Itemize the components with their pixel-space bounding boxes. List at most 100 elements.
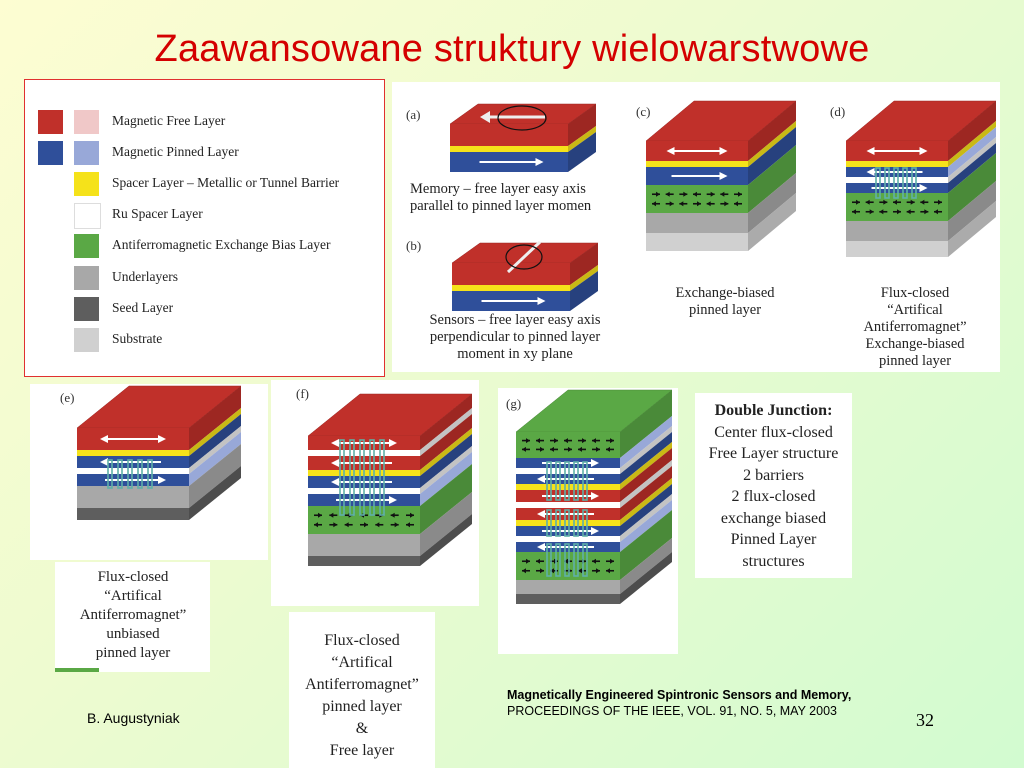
arrowhead: [666, 147, 675, 155]
flux-closure-loop: [564, 509, 570, 537]
caption-d: Flux-closed “Artifical Antiferromagnet” …: [830, 285, 1000, 370]
afm-arrowhead: [554, 438, 558, 444]
afm-arrowhead: [564, 438, 568, 444]
layer-front-ru: [846, 177, 948, 183]
afm-arrowhead: [606, 446, 610, 452]
afm-arrowhead: [883, 199, 888, 205]
layer-side-ru: [620, 426, 672, 474]
flux-closure-loop: [884, 167, 890, 199]
afm-arrowhead: [536, 438, 540, 444]
layer-side-spacer: [189, 408, 241, 456]
arrowhead: [158, 435, 166, 443]
layer-side-spacer: [570, 265, 598, 291]
caption-f: Flux-closed “Artifical Antiferromagnet” …: [289, 630, 435, 762]
afm-arrowhead: [652, 201, 656, 207]
flux-closure-loop: [582, 543, 588, 577]
afm-arrowhead: [610, 438, 614, 444]
afm-arrowhead: [924, 209, 929, 215]
caption-c: Exchange-biased pinned layer: [640, 285, 810, 319]
afm-arrowhead: [610, 558, 614, 564]
layer-front-under: [516, 580, 620, 594]
caption-b: Sensors – free layer easy axis perpendic…: [404, 312, 626, 363]
panel-label-g: (g): [506, 396, 522, 411]
layer-front-afm: [646, 185, 748, 213]
flux-closure-loop: [546, 543, 552, 577]
caption-f-line: Free layer: [329, 742, 395, 759]
layer-front-spacer: [516, 484, 620, 490]
layer-side-afm: [948, 153, 996, 221]
flux-closure-loop: [127, 459, 133, 489]
afm-arrowhead: [893, 199, 897, 205]
layer-front-afm: [846, 193, 948, 221]
layer-side-seed: [189, 466, 241, 520]
flux-closure-loop: [546, 461, 552, 501]
arrowhead: [537, 475, 545, 483]
layer-side-free: [568, 104, 596, 146]
panel-label-d: (d): [830, 104, 846, 119]
legend-swatch: [74, 110, 99, 134]
layer-front-afm: [516, 432, 620, 458]
afm-arrowhead: [344, 522, 349, 528]
layer-side-pinned: [189, 414, 241, 468]
caption-e: Flux-closed “Artifical Antiferromagnet” …: [58, 568, 208, 663]
afm-arrowhead: [906, 209, 911, 215]
afm-arrowhead: [697, 201, 701, 207]
legend-label: Seed Layer: [112, 300, 174, 315]
layer-side-afm: [420, 464, 472, 534]
afm-arrowhead: [578, 446, 582, 452]
flux-closure-loop: [555, 509, 561, 537]
legend-label: Antiferromagnetic Exchange Bias Layer: [112, 237, 331, 252]
afm-arrowhead: [522, 568, 526, 574]
flux-closure-loop: [582, 461, 588, 501]
legend-swatch: [74, 328, 99, 352]
arrowhead: [719, 147, 728, 155]
afm-arrowhead: [568, 446, 572, 452]
afm-arrowhead: [329, 512, 334, 518]
afm-arrowhead: [522, 446, 526, 452]
double-junction-line: exchange biased: [720, 509, 827, 527]
afm-arrowhead: [665, 191, 670, 197]
legend-swatch: [38, 110, 63, 134]
afm-arrowhead: [582, 438, 586, 444]
flux-closure-loop: [117, 459, 123, 489]
layer-side-afm: [620, 390, 672, 458]
layer-side-pinned: [620, 416, 672, 468]
layer-side-pinned: [570, 271, 598, 311]
layer-front-under: [646, 213, 748, 233]
double-junction-heading: Double Junction:: [714, 402, 833, 419]
layer-side-free: [420, 414, 472, 470]
arrowhead: [389, 439, 397, 447]
caption-f-line: Antiferromagnet”: [305, 676, 419, 693]
caption-b-line: moment in xy plane: [457, 346, 573, 362]
afm-arrowhead: [596, 446, 600, 452]
slide-title: Zaawansowane struktury wielowarstwowe: [154, 28, 870, 70]
afm-arrowhead: [394, 522, 399, 528]
arrowhead: [591, 459, 599, 467]
arrowhead: [100, 435, 108, 443]
layer-side-free: [420, 394, 472, 450]
caption-a: Memory – free layer easy axis parallel t…: [410, 181, 591, 215]
afm-arrowhead: [710, 191, 715, 197]
flux-closure-loop: [902, 167, 908, 199]
author: B. Augustyniak: [87, 710, 180, 726]
flux-closure-loop: [359, 439, 365, 516]
reference-journal: PROCEEDINGS OF THE IEEE, VOL. 91, NO. 5,…: [507, 704, 837, 718]
layer-side-ru: [948, 137, 996, 183]
afm-arrowhead: [564, 558, 568, 564]
flux-closure-loop: [137, 459, 143, 489]
afm-arrowhead: [578, 568, 582, 574]
layer-front-seed: [308, 556, 420, 566]
caption-b-line: perpendicular to pinned layer: [429, 329, 601, 345]
layer-side-under: [620, 538, 672, 594]
layer-side-pinned: [420, 434, 472, 488]
rotation-ellipse: [497, 105, 547, 131]
caption-c-line: pinned layer: [688, 302, 762, 318]
flux-closure-loop: [893, 167, 899, 199]
caption-e-line: pinned layer: [95, 645, 171, 661]
afm-arrowhead: [706, 201, 711, 207]
layer-side-spacer: [948, 121, 996, 167]
arrowhead: [389, 496, 397, 504]
double-junction-line: structures: [742, 552, 805, 570]
legend-swatch: [74, 297, 99, 321]
layer-side-free: [189, 386, 241, 450]
